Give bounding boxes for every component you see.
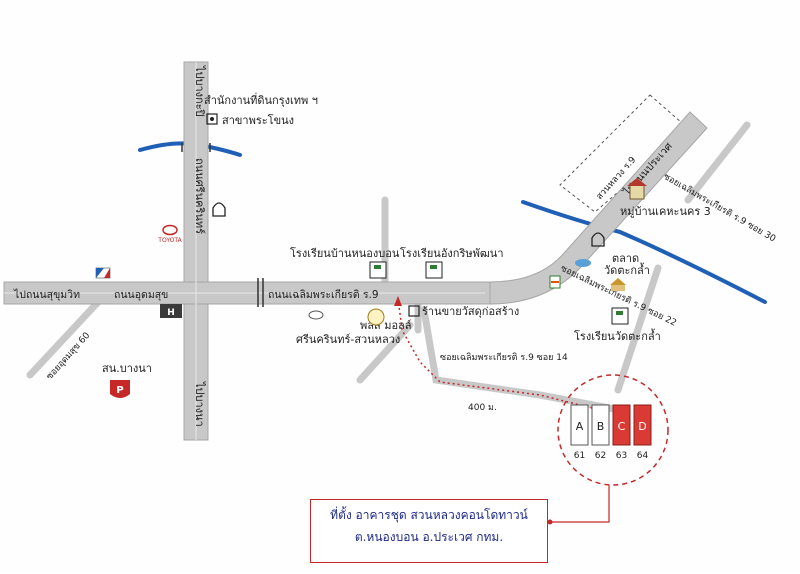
shop-icon	[408, 305, 420, 317]
school-flag-icon-angkrit	[425, 261, 443, 279]
building-d-number: 64	[637, 451, 649, 461]
label-srinagarindra: ถนนศรีนครินทร์	[193, 158, 206, 234]
toyota-logo-icon: TOYOTA	[157, 224, 183, 244]
label-market: ตลาด	[612, 252, 639, 265]
police-icon: P	[110, 380, 130, 398]
building-a[interactable]: A 61	[570, 404, 589, 461]
building-c-number: 63	[616, 451, 627, 461]
label-plus-mall: พลัส มอลล์	[360, 319, 412, 332]
bridges	[181, 143, 264, 307]
label-udomsuk: ถนนอุดมสุข	[114, 289, 168, 301]
building-b-label: B	[597, 420, 605, 433]
site-highlight-circle	[557, 374, 669, 486]
building-c-label: C	[618, 420, 626, 433]
building-a-number: 61	[574, 451, 585, 461]
label-school-wat-kala: โรงเรียนวัดตะกล้ำ	[574, 328, 661, 343]
building-b-number: 62	[595, 451, 606, 461]
label-to-bangna: ไปบางนา	[193, 381, 206, 427]
label-school-nong-bon: โรงเรียนบ้านหนองบอน	[290, 246, 400, 260]
honda-showroom-icon: H	[160, 304, 182, 318]
label-to-sukhumvit: ไปถนนสุขุมวิท	[13, 288, 80, 301]
caption-connector	[550, 485, 610, 523]
flag-icon	[95, 267, 111, 279]
building-a-label: A	[576, 420, 584, 433]
label-land-office-branch: สาขาพระโขนง	[222, 113, 294, 127]
village-icon	[627, 178, 647, 200]
label-shop: ร้านขายวัสดุก่อสร้าง	[422, 305, 519, 318]
gas-station-icon	[308, 310, 324, 320]
wat-kala-icon	[610, 278, 626, 291]
label-soi-14: ซอยเฉลิมพระเกียรติ ร.9 ซอย 14	[440, 352, 568, 363]
label-wat-kala: วัดตะกล้ำ	[604, 262, 650, 277]
building-b[interactable]: B 62	[591, 404, 610, 461]
label-distance: 400 ม.	[468, 403, 497, 413]
suan-luang-park-boundary	[559, 94, 691, 213]
buildings: A 61 B 62 C 63 D 64	[570, 404, 652, 461]
label-chalerm-pra-kiat: ถนนเฉลิมพระเกียรติ ร.9	[268, 288, 379, 301]
label-village: หมู่บ้านเคหะนคร 3	[620, 205, 711, 218]
plus-mall-icon	[367, 308, 385, 326]
school-flag-icon-wat-kala	[611, 307, 629, 325]
label-to-bangkapi: ไปบางกะปิ	[193, 65, 206, 117]
toyota-label: TOYOTA	[157, 237, 182, 244]
canal-east	[521, 200, 767, 304]
temple-icon-north	[212, 202, 226, 217]
route-line	[397, 297, 601, 411]
market-icon	[575, 259, 591, 267]
label-land-office: สำนักงานที่ดินกรุงเทพ ฯ	[204, 92, 318, 107]
seven-eleven-icon	[549, 275, 561, 289]
caption-title: ที่ตั้ง อาคารชุด สวนหลวงคอนโดทาวน์	[330, 508, 528, 522]
building-d[interactable]: D 64	[633, 404, 652, 461]
route-arrow	[394, 296, 402, 306]
label-plus-mall-branch: ศรีนครินทร์-สวนหลวง	[296, 333, 400, 346]
label-police-station: สน.บางนา	[102, 362, 152, 375]
honda-label: H	[167, 308, 175, 318]
temple-icon-east	[591, 232, 605, 247]
label-school-angkrit: โรงเรียนอังกริษพัฒนา	[400, 246, 504, 260]
svg-text:P: P	[116, 385, 123, 396]
caption-address: ต.หนองบอน อ.ประเวศ กทม.	[354, 530, 504, 544]
building-c[interactable]: C 63	[612, 404, 631, 461]
site-caption: ที่ตั้ง อาคารชุด สวนหลวงคอนโดทาวน์ ต.หนอ…	[310, 499, 548, 563]
land-office-icon	[206, 113, 218, 125]
school-flag-icon-nong-bon	[369, 261, 387, 279]
building-d-label: D	[638, 420, 646, 433]
